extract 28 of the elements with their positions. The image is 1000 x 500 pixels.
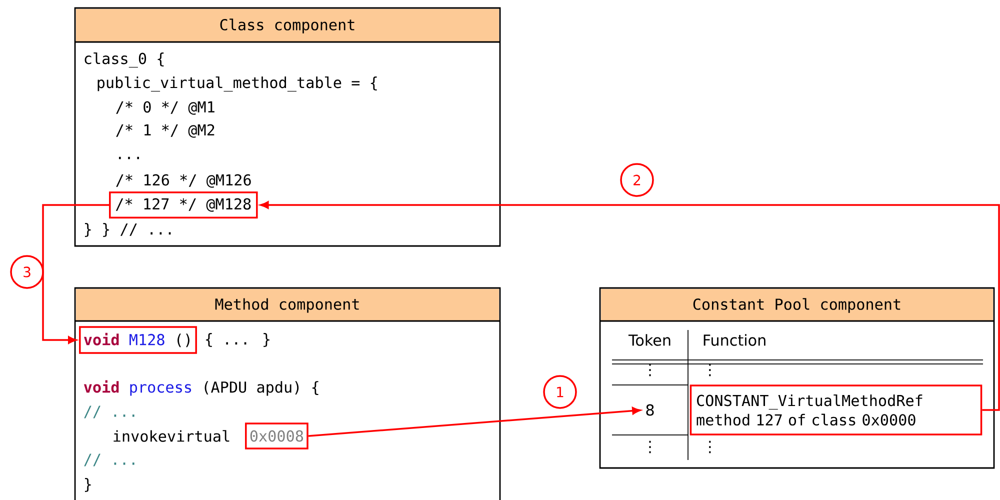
highlight-box: void M128 () (79, 326, 197, 354)
table-cell: Token (628, 334, 670, 346)
arrow (260, 201, 1000, 411)
callout-number: 2 (620, 163, 654, 197)
highlight-box: /* 127 */ @M128 (109, 191, 258, 219)
table-cell: ⋮ (649, 440, 651, 454)
code-line: } } // ... (84, 223, 171, 237)
table-cell: 8 (646, 404, 654, 416)
code-line: /* 0 */ @M1 (116, 101, 214, 115)
code-line: invokevirtual (114, 430, 230, 442)
code-line: void process (APDU apdu) { (84, 380, 318, 396)
code-line: class_0 { (84, 52, 164, 68)
callout-number: 1 (543, 375, 577, 409)
code-line: } (84, 478, 91, 492)
code-line: // ... (84, 406, 134, 418)
code-line: ... (118, 156, 139, 160)
arrow (42, 204, 109, 344)
callout-number: 3 (10, 255, 44, 289)
code-line: /* 126 */ @M126 (116, 174, 251, 188)
code-line: public_virtual_method_table = { (98, 76, 377, 92)
table-cell: Function (704, 334, 766, 346)
code-line: /* 1 */ @M2 (116, 124, 214, 138)
highlight-box: CONSTANT_VirtualMethodRef method 127 of class 0x0000 (690, 384, 982, 436)
arrow (308, 407, 641, 437)
highlight-box: 0x0008 (245, 422, 308, 450)
table-cell: ⋮ (649, 364, 651, 376)
code-line: { ... } (206, 333, 270, 347)
code-line: // ... (84, 454, 134, 466)
